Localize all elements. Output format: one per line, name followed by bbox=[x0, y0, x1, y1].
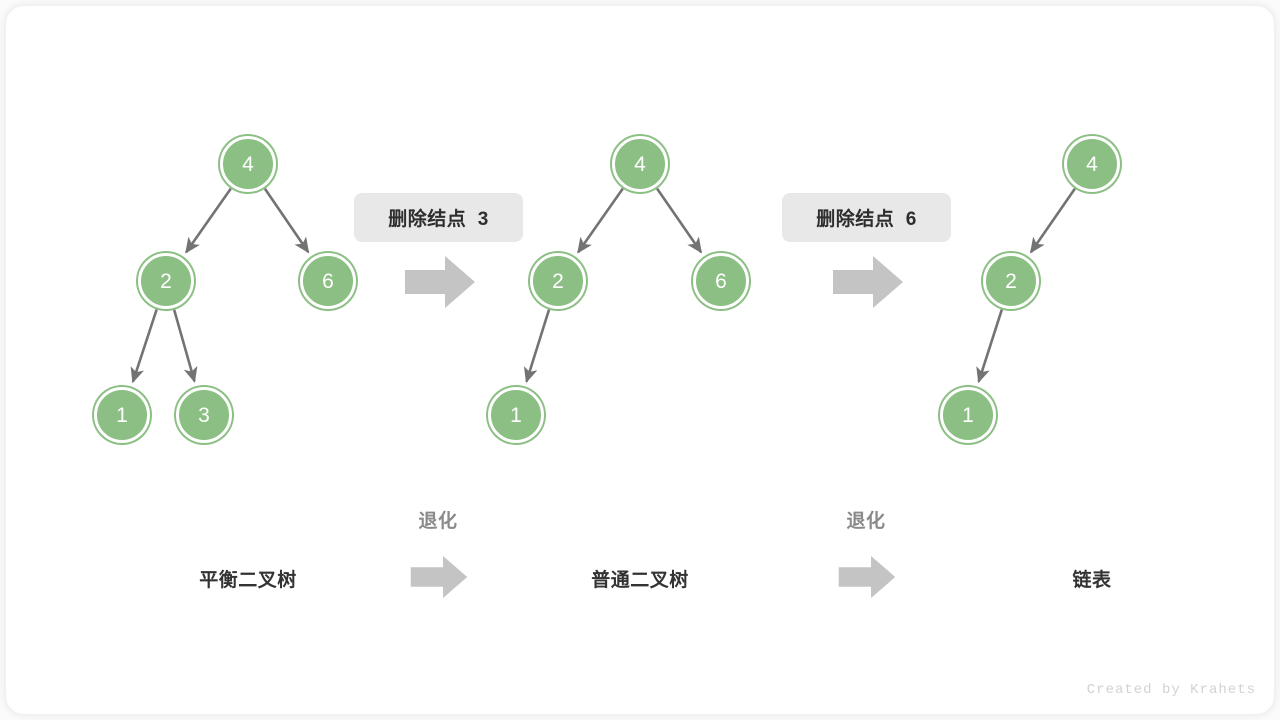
tree-edge bbox=[976, 309, 1004, 384]
caption-balanced-tree: 平衡二叉树 bbox=[199, 570, 297, 591]
tree-node: 4 bbox=[612, 136, 668, 192]
tree-node: 1 bbox=[940, 387, 996, 443]
tree-edge bbox=[1029, 187, 1076, 254]
tree-edge bbox=[577, 187, 624, 254]
bottom-transition-arrow-2 bbox=[838, 556, 896, 598]
transition-arrow-2 bbox=[833, 256, 903, 308]
transition-arrow-1 bbox=[405, 256, 475, 308]
op-label-delete-3: 删除结点 3 bbox=[354, 193, 523, 242]
tree-node: 1 bbox=[94, 387, 150, 443]
caption-ordinary-tree: 普通二叉树 bbox=[591, 570, 689, 591]
tree-edge bbox=[523, 309, 551, 384]
tree-node: 2 bbox=[983, 253, 1039, 309]
tree-node: 4 bbox=[1064, 136, 1120, 192]
tree-node: 4 bbox=[220, 136, 276, 192]
tree-edge bbox=[263, 188, 310, 254]
tree-node: 3 bbox=[176, 387, 232, 443]
edge-group bbox=[130, 187, 1076, 384]
tree-edge bbox=[172, 309, 198, 383]
tree-node: 6 bbox=[300, 253, 356, 309]
degenerate-label-1: 退化 bbox=[418, 511, 458, 532]
caption-linked-list: 链表 bbox=[1072, 570, 1112, 591]
diagram-card bbox=[6, 6, 1274, 714]
tree-edge bbox=[130, 309, 158, 384]
tree-node: 1 bbox=[488, 387, 544, 443]
degenerate-label-2: 退化 bbox=[846, 511, 886, 532]
tree-edge bbox=[656, 187, 703, 254]
watermark-credit: Created by Krahets bbox=[1086, 682, 1256, 698]
tree-node: 6 bbox=[693, 253, 749, 309]
tree-node: 2 bbox=[530, 253, 586, 309]
op-label-delete-6: 删除结点 6 bbox=[782, 193, 951, 242]
tree-node: 2 bbox=[138, 253, 194, 309]
bottom-transition-arrow-1 bbox=[410, 556, 468, 598]
tree-edge bbox=[185, 187, 232, 254]
